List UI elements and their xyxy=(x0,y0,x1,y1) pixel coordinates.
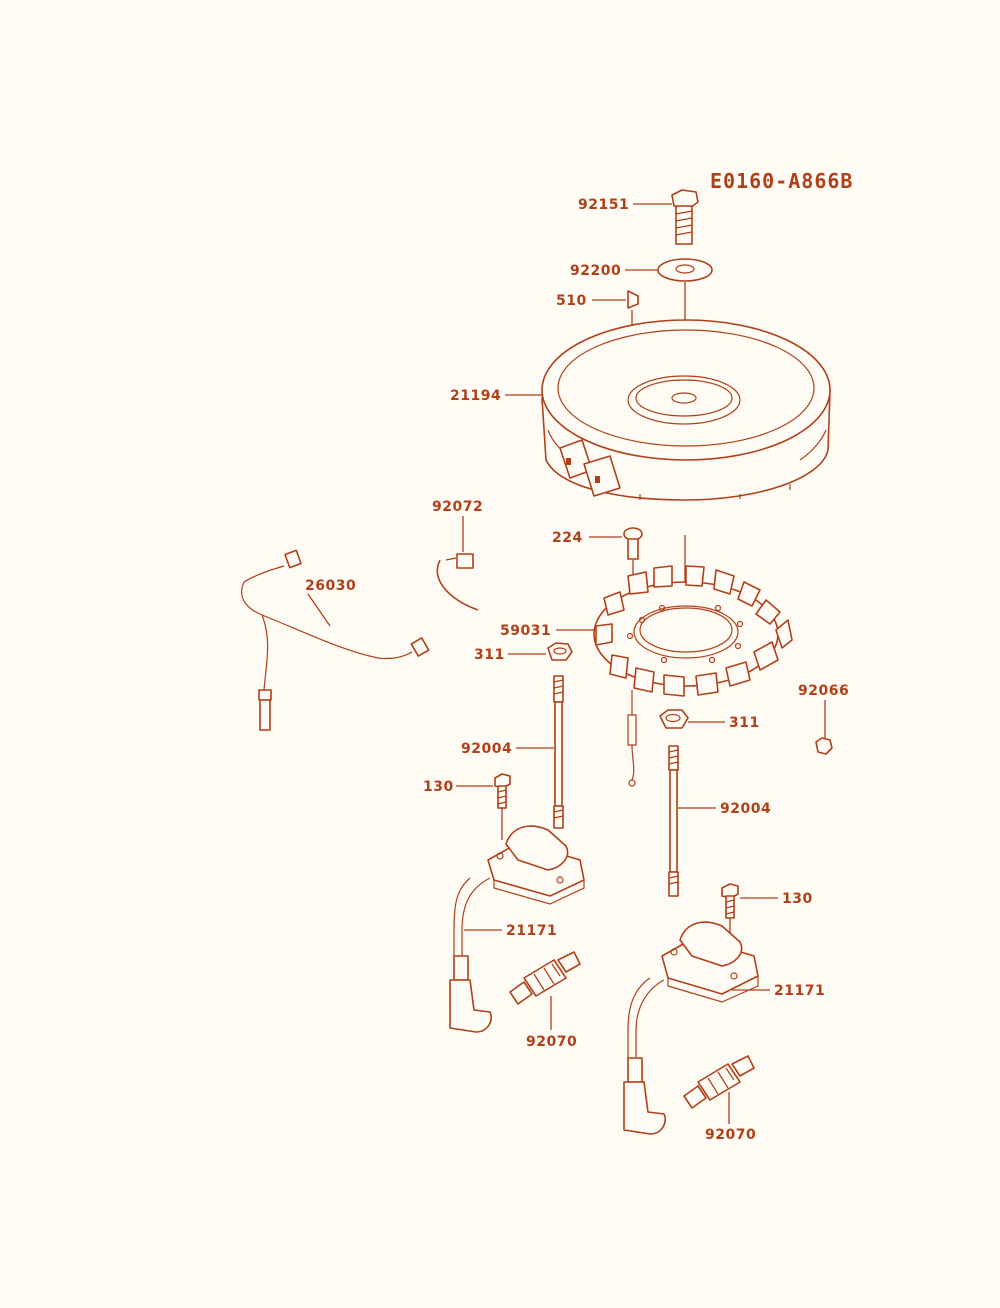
ignition-coil-21171-left[interactable] xyxy=(449,825,585,1033)
label-26030[interactable]: 26030 xyxy=(305,578,356,594)
label-92066[interactable]: 92066 xyxy=(798,683,849,699)
label-92151[interactable]: 92151 xyxy=(578,197,629,213)
label-92004-right[interactable]: 92004 xyxy=(720,801,771,817)
nut-92066[interactable] xyxy=(815,737,833,755)
stud-92004-left[interactable] xyxy=(553,675,564,829)
label-92200[interactable]: 92200 xyxy=(570,263,621,279)
label-21171-right[interactable]: 21171 xyxy=(774,983,825,999)
flywheel-21194[interactable] xyxy=(541,319,831,501)
washer-92200[interactable] xyxy=(657,258,713,282)
label-92004-left[interactable]: 92004 xyxy=(461,741,512,757)
screw-224[interactable] xyxy=(623,527,643,560)
spark-plug-92070-left[interactable] xyxy=(509,951,581,1005)
leader-26030 xyxy=(307,593,331,627)
label-92070-left[interactable]: 92070 xyxy=(526,1034,577,1050)
bolt-130-left[interactable] xyxy=(494,773,511,809)
spark-plug-92070-right[interactable] xyxy=(683,1055,755,1109)
label-92072[interactable]: 92072 xyxy=(432,499,483,515)
clip-92072[interactable] xyxy=(436,553,479,611)
bolt-92151[interactable] xyxy=(671,189,699,245)
label-224[interactable]: 224 xyxy=(552,530,583,546)
label-92070-right[interactable]: 92070 xyxy=(705,1127,756,1143)
label-21194[interactable]: 21194 xyxy=(450,388,501,404)
ignition-coil-21171-right[interactable] xyxy=(623,921,759,1135)
stator-59031[interactable] xyxy=(593,565,793,787)
diagram-code: E0160-A866B xyxy=(710,169,853,193)
label-510[interactable]: 510 xyxy=(556,293,587,309)
bolt-130-right[interactable] xyxy=(721,883,739,919)
lead-wire-26030[interactable] xyxy=(241,549,430,731)
label-311-right[interactable]: 311 xyxy=(729,715,760,731)
label-59031[interactable]: 59031 xyxy=(500,623,551,639)
label-130-left[interactable]: 130 xyxy=(423,779,454,795)
nut-311-left[interactable] xyxy=(547,642,573,661)
label-21171-left[interactable]: 21171 xyxy=(506,923,557,939)
stud-92004-right[interactable] xyxy=(668,745,679,897)
label-311-left[interactable]: 311 xyxy=(474,647,505,663)
nut-311-right[interactable] xyxy=(659,709,689,729)
key-510[interactable] xyxy=(627,290,639,309)
label-130-right[interactable]: 130 xyxy=(782,891,813,907)
